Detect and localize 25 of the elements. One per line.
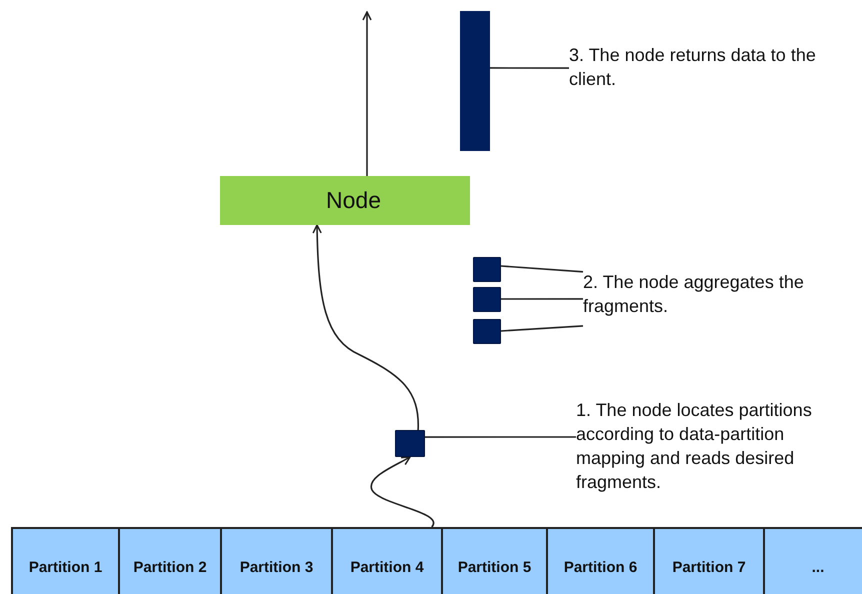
partition-cell: Partition 5	[441, 527, 548, 594]
node-box: Node	[220, 176, 470, 225]
partition-cell: Partition 1	[11, 527, 120, 594]
arrow	[370, 456, 434, 528]
step-note: 2. The node aggregates the fragments.	[583, 270, 853, 330]
step-note: 3. The node returns data to the client.	[569, 43, 839, 103]
leader-line	[425, 436, 576, 438]
leader-line	[490, 67, 569, 69]
leader-line	[501, 298, 583, 300]
data-bar	[460, 11, 490, 151]
data-block	[473, 287, 501, 312]
step-note: 1. The node locates partitions according to data-partition mapping and reads desired fragments.	[576, 398, 856, 498]
data-block	[473, 257, 501, 282]
partition-cell: Partition 2	[118, 527, 222, 594]
leader-line	[500, 265, 584, 273]
partition-cell: Partition 6	[546, 527, 655, 594]
data-block	[473, 319, 501, 344]
partition-cell: Partition 3	[220, 527, 333, 594]
data-block	[395, 430, 425, 457]
partition-cell: ...	[763, 527, 862, 594]
leader-line	[500, 325, 584, 332]
arrow	[362, 11, 372, 176]
partition-cell: Partition 7	[653, 527, 765, 594]
arrow	[312, 224, 419, 430]
partition-cell: Partition 4	[331, 527, 443, 594]
